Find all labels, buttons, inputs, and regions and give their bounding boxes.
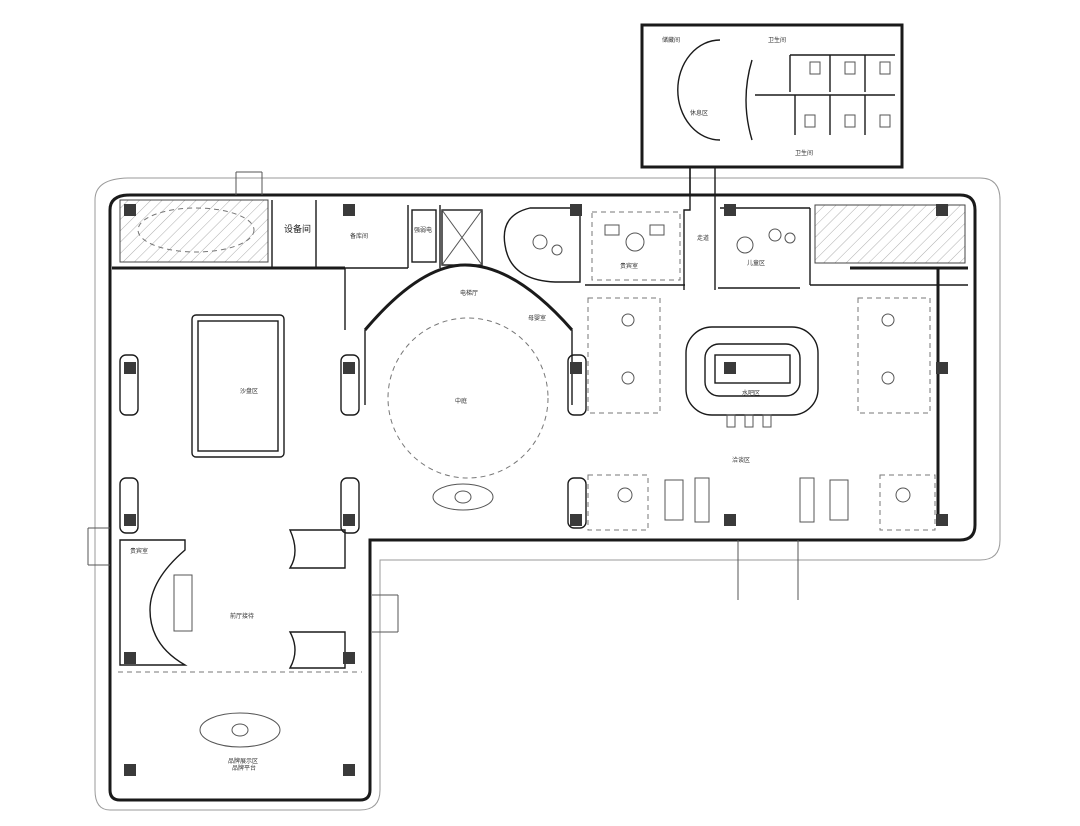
equipment-room-label: 设备间 (284, 223, 311, 235)
stair-zone-left (119, 199, 269, 263)
brand-display-platform (199, 712, 281, 748)
mother-baby-room-wall (503, 207, 581, 283)
column (343, 362, 355, 374)
vip-room-wall (119, 539, 188, 666)
elevator-hall-label: 电梯厅 (460, 289, 478, 297)
column (124, 514, 136, 526)
column (724, 204, 736, 216)
column (570, 514, 582, 526)
column (570, 204, 582, 216)
water-bar-counter (685, 326, 819, 416)
rest-area-curve (677, 39, 721, 141)
column (343, 514, 355, 526)
column (124, 362, 136, 374)
column (124, 764, 136, 776)
column (724, 514, 736, 526)
courtyard-circle (387, 317, 549, 479)
kids-area-label: 儿童区 (747, 259, 765, 267)
brand-display-sub-label: 品牌平台 (232, 764, 256, 772)
column (570, 362, 582, 374)
negotiation-area-label: 洽谈区 (732, 456, 750, 464)
column (343, 764, 355, 776)
column (343, 204, 355, 216)
restroom-label: 卫生间 (768, 36, 786, 44)
column (936, 362, 948, 374)
storage-room-label: 备库间 (350, 232, 368, 240)
column (936, 514, 948, 526)
sand-table (191, 314, 285, 458)
column (343, 652, 355, 664)
column (724, 362, 736, 374)
brand-display-area-label: 品牌展示区 (228, 757, 258, 765)
electrical-room-label: 强弱电 (414, 226, 432, 234)
vip-room-top-label: 贵宾室 (620, 262, 638, 270)
column (124, 204, 136, 216)
column (124, 652, 136, 664)
storage-small-label: 储藏间 (662, 36, 680, 44)
outer-boundary (94, 177, 1001, 811)
mother-baby-room-label: 母婴室 (528, 314, 546, 322)
sand-table-area-label: 沙盘区 (240, 387, 258, 395)
rest-area-label: 休息区 (690, 109, 708, 117)
courtyard-label: 中庭 (455, 397, 467, 405)
elevator-hall-arch (363, 263, 574, 331)
restroom-label-2: 卫生间 (795, 149, 813, 157)
vip-room-label: 贵宾室 (130, 547, 148, 555)
corridor-label: 走道 (697, 234, 709, 242)
water-bar-area-label: 水吧区 (742, 389, 760, 397)
front-reception-label: 前厅接待 (230, 612, 254, 620)
restroom-annex (640, 23, 904, 169)
column (936, 204, 948, 216)
exterior-wall (108, 193, 977, 802)
